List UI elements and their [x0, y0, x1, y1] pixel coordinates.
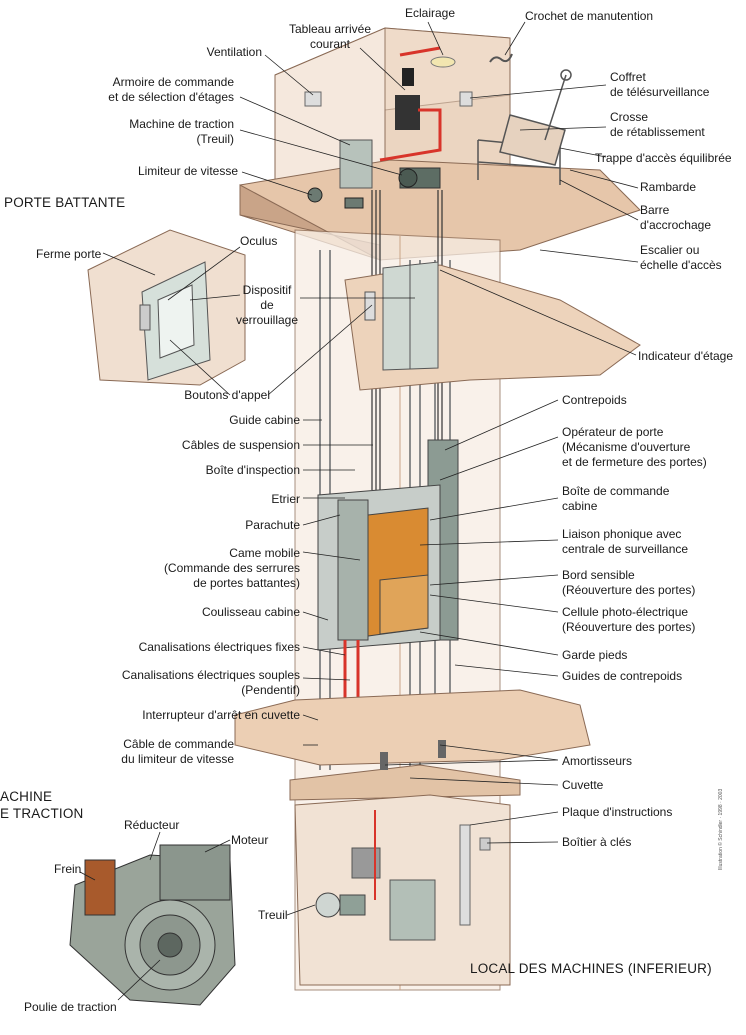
- speed-governor-top: [307, 187, 364, 209]
- label-tableau: Tableau arrivée courant: [288, 22, 372, 51]
- leader-lines: [79, 21, 639, 1001]
- label-ferme-porte: Ferme porte: [36, 247, 102, 261]
- label-bord: Bord sensible (Réouverture des portes): [562, 568, 696, 597]
- label-coffret: Coffret de télésurveillance: [610, 70, 710, 99]
- label-escalier: Escalier ou échelle d'accès: [640, 243, 722, 272]
- label-boitier: Boîtier à clés: [562, 835, 632, 849]
- label-oculus: Oculus: [240, 234, 278, 248]
- label-operateur: Opérateur de porte (Mécanisme d'ouvertur…: [562, 425, 707, 469]
- label-etrier: Etrier: [271, 492, 300, 506]
- label-cuvette: Cuvette: [562, 778, 604, 792]
- traction-machine-top: [398, 167, 441, 189]
- label-cables: Câbles de suspension: [181, 438, 300, 452]
- label-crosse: Crosse de rétablissement: [610, 110, 705, 139]
- hook: [489, 53, 513, 63]
- label-parachute: Parachute: [245, 518, 300, 532]
- machine-room-bottom: [294, 794, 511, 986]
- label-ventilation: Ventilation: [206, 45, 262, 59]
- label-canal-souples: Canalisations électriques souples (Pende…: [121, 668, 300, 697]
- label-barre: Barre d'accrochage: [640, 203, 712, 232]
- label-came: Came mobile (Commande des serrures de po…: [163, 546, 300, 590]
- label-garde-pieds: Garde pieds: [562, 648, 628, 662]
- label-rambarde: Rambarde: [640, 180, 697, 194]
- label-amortisseurs: Amortisseurs: [562, 754, 633, 768]
- label-boutons: Boutons d'appel: [184, 388, 270, 402]
- label-indicateur: Indicateur d'étage: [638, 349, 734, 363]
- swing-door-inset: [87, 229, 246, 386]
- label-liaison: Liaison phonique avec centrale de survei…: [562, 527, 689, 556]
- label-crochet: Crochet de manutention: [525, 9, 654, 23]
- label-poulie: Poulie de traction: [24, 1000, 117, 1014]
- pit-floor: [234, 689, 591, 801]
- label-trappe: Trappe d'accès équilibrée: [595, 151, 732, 165]
- label-treuil: Treuil: [258, 908, 288, 922]
- buffer: [380, 752, 388, 770]
- vent-grille: [304, 91, 322, 107]
- heading-porte-battante: PORTE BATTANTE: [4, 195, 126, 210]
- heading-machine-traction: ACHINE E TRACTION: [0, 789, 84, 821]
- label-boite-inspection: Boîte d'inspection: [205, 463, 300, 477]
- label-cellule: Cellule photo-électrique (Réouverture de…: [562, 605, 696, 634]
- traction-machine-inset: [69, 844, 236, 1006]
- label-limiteur: Limiteur de vitesse: [137, 164, 238, 178]
- label-reducteur: Réducteur: [124, 818, 180, 832]
- label-armoire: Armoire de commande et de sélection d'ét…: [108, 75, 234, 104]
- railing-and-hatch: [477, 69, 572, 185]
- label-cable-cmd: Câble de commande du limiteur de vitesse: [121, 737, 234, 766]
- label-boite-commande: Boîte de commande cabine: [562, 484, 670, 513]
- heading-local-machines: LOCAL DES MACHINES (INFERIEUR): [470, 961, 712, 976]
- label-machine: Machine de traction (Treuil): [129, 117, 234, 146]
- power-panel: [379, 46, 442, 162]
- illustration-credit: Illustration © Schindler · 1998 · 2003: [718, 788, 724, 870]
- cabin: [317, 484, 441, 651]
- label-plaque: Plaque d'instructions: [562, 805, 673, 819]
- label-interrupteur: Interrupteur d'arrêt en cuvette: [142, 708, 300, 722]
- label-eclairage: Eclairage: [404, 6, 456, 20]
- label-dispositif: Dispositif de verrouillage: [235, 283, 299, 327]
- label-canal-fixes: Canalisations électriques fixes: [138, 640, 300, 654]
- telemonitoring-box: [459, 91, 473, 107]
- landing-floor: [344, 261, 641, 391]
- label-guide-cabine: Guide cabine: [229, 413, 300, 427]
- label-guides-cp: Guides de contrepoids: [562, 669, 683, 683]
- light-fixture: [430, 56, 456, 68]
- label-frein: Frein: [54, 862, 82, 876]
- control-cabinet: [339, 139, 373, 189]
- label-moteur: Moteur: [231, 833, 269, 847]
- label-contrepoids: Contrepoids: [562, 393, 627, 407]
- buffer: [438, 740, 446, 758]
- label-coulisseau: Coulisseau cabine: [201, 605, 300, 619]
